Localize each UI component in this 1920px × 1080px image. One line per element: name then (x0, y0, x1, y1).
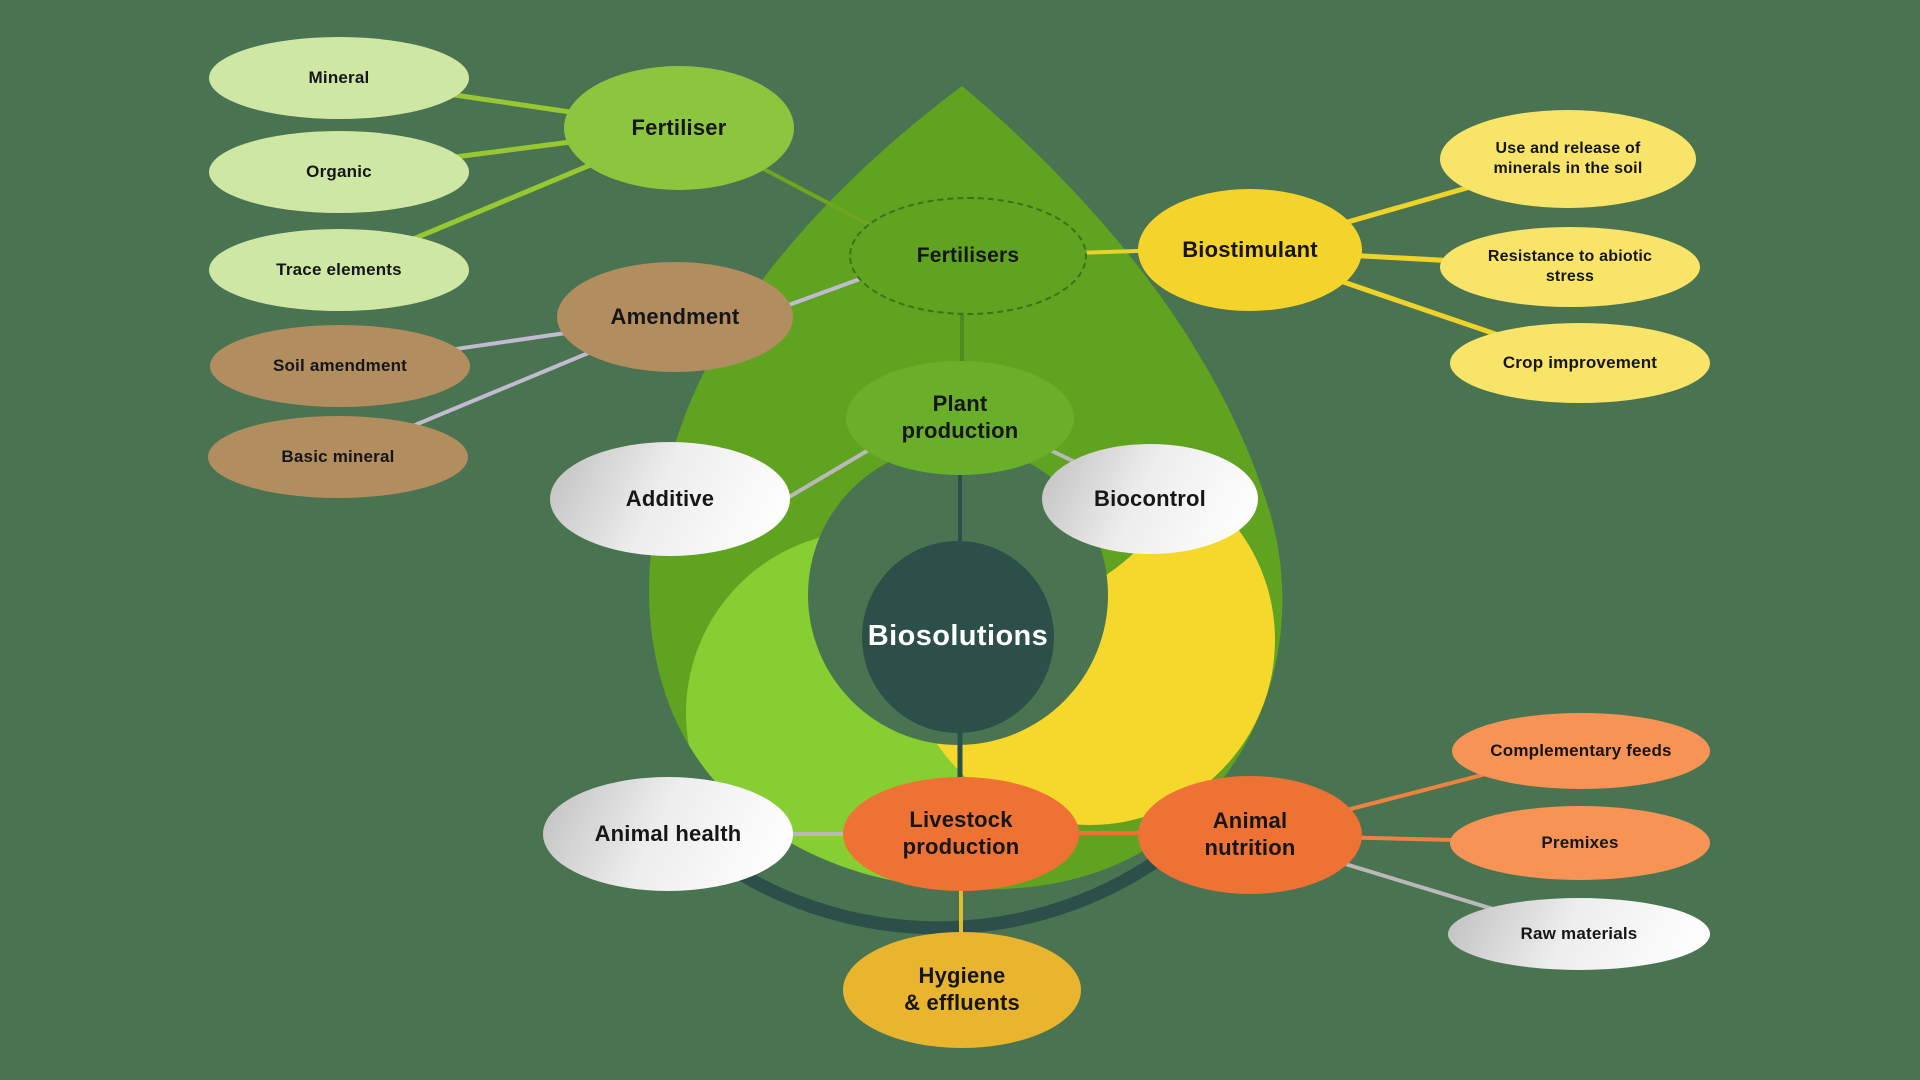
node-biocontrol: Biocontrol (1042, 444, 1258, 554)
node-fertilisers-hub: Fertilisers (849, 197, 1087, 315)
node-complementary-feeds: Complementary feeds (1452, 713, 1710, 789)
node-use-and-release: Use and release of minerals in the soil (1440, 110, 1696, 208)
node-raw-materials: Raw materials (1448, 898, 1710, 970)
node-livestock-production: Livestock production (843, 777, 1079, 891)
node-fertiliser: Fertiliser (564, 66, 794, 190)
teal-ring-arc (693, 833, 1191, 935)
node-amendment: Amendment (557, 262, 793, 372)
node-premixes: Premixes (1450, 806, 1710, 880)
node-biostimulant: Biostimulant (1138, 189, 1362, 311)
node-soil-amendment: Soil amendment (210, 325, 470, 407)
node-animal-health: Animal health (543, 777, 793, 891)
node-trace-elements: Trace elements (209, 229, 469, 311)
node-plant-production: Plant production (846, 361, 1074, 475)
node-basic-mineral: Basic mineral (208, 416, 468, 498)
connector-plant-additive (782, 446, 874, 502)
node-mineral: Mineral (209, 37, 469, 119)
node-animal-nutrition: Animal nutrition (1138, 776, 1362, 894)
node-additive: Additive (550, 442, 790, 556)
node-resistance-abiotic-stress: Resistance to abiotic stress (1440, 227, 1700, 307)
node-crop-improvement: Crop improvement (1450, 323, 1710, 403)
node-biosolutions: Biosolutions (862, 541, 1054, 733)
node-hygiene-effluents: Hygiene & effluents (843, 932, 1081, 1048)
node-organic: Organic (209, 131, 469, 213)
